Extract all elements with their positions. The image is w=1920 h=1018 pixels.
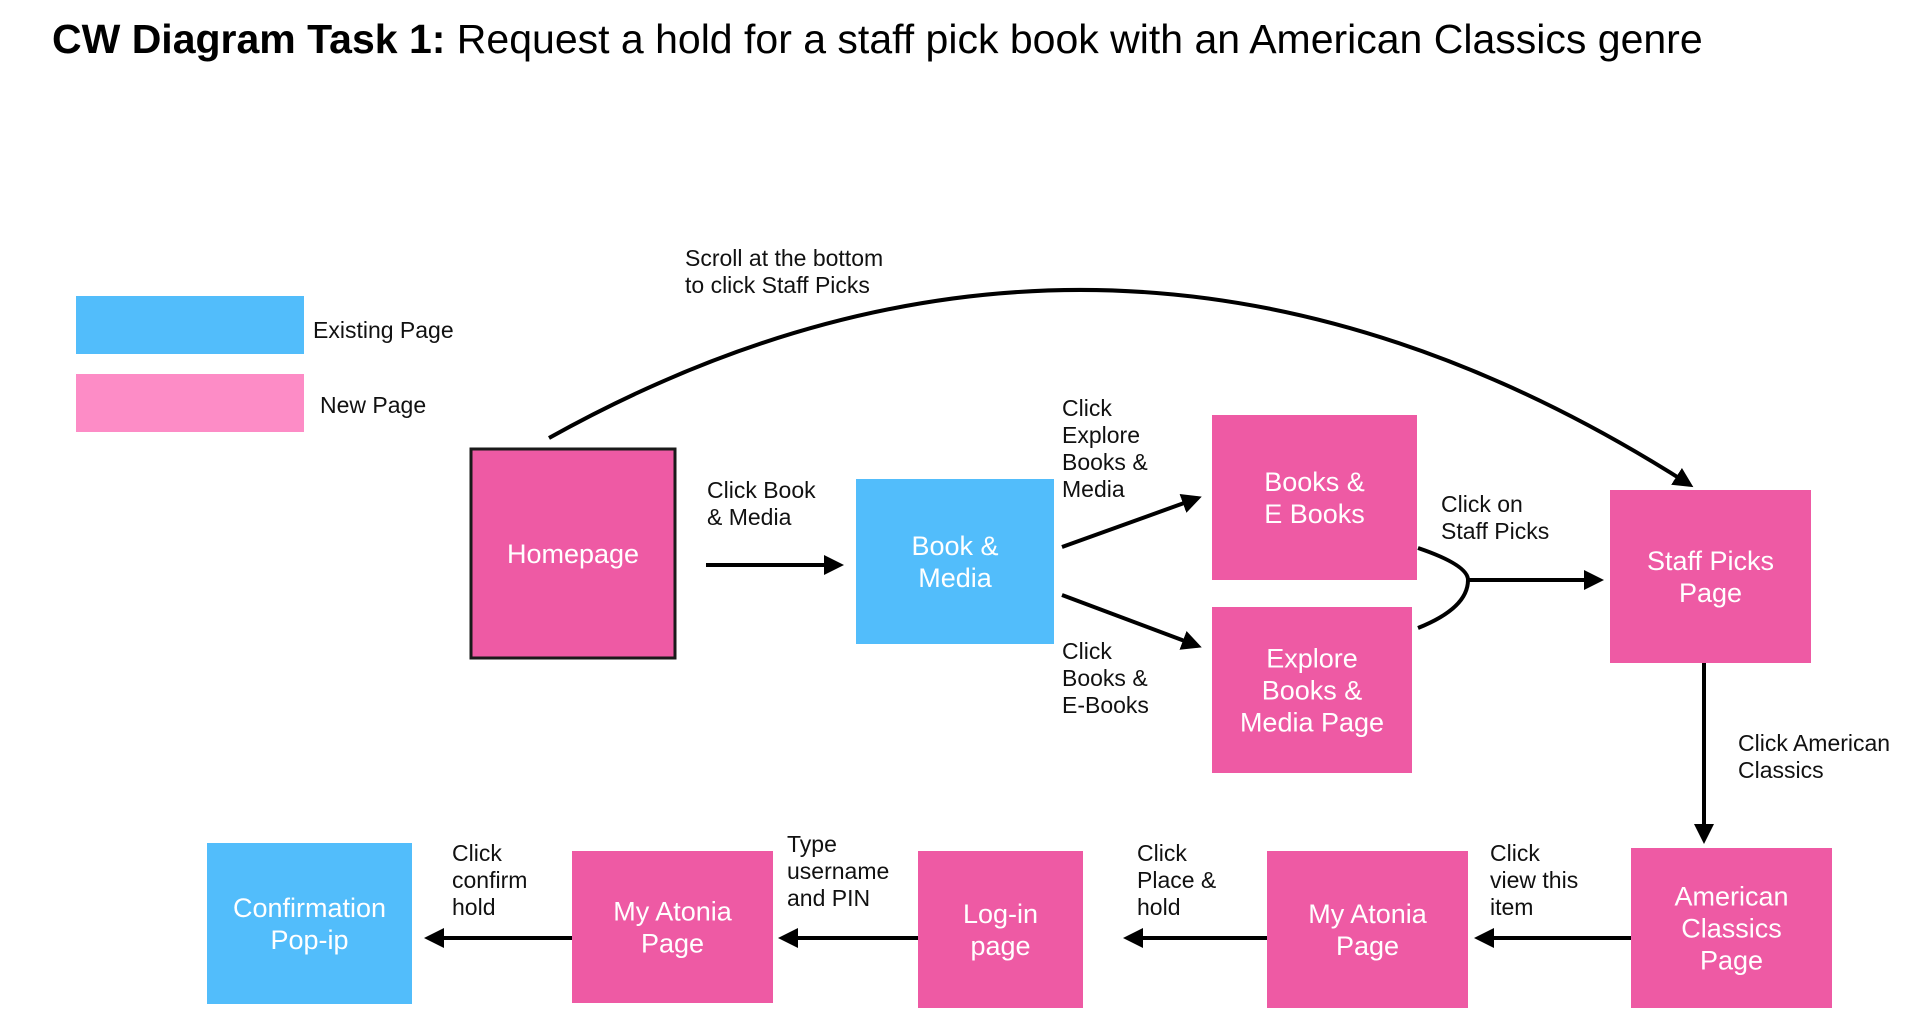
node-label-login-line: Log-in: [963, 899, 1038, 929]
legend-swatch-new: [76, 374, 304, 432]
edge-label-click-explore-line: Click: [1062, 395, 1112, 421]
node-label-books-ebooks-line: E Books: [1264, 499, 1365, 529]
node-label-confirmation-line: Confirmation: [233, 893, 386, 923]
arrow-book-media-books-ebooks: [1061, 494, 1202, 549]
node-my-atonia-2: [572, 851, 773, 1003]
edge-label-click-books-ebooks-line: Click: [1062, 638, 1112, 664]
node-label-my-atonia-1-line: My Atonia: [1308, 899, 1428, 929]
connector-merge: [1417, 546, 1471, 630]
edge-label-click-book-media-line: & Media: [707, 504, 792, 530]
edge-label-click-books-ebooks-line: Books &: [1062, 665, 1148, 691]
edge-label-scroll-staff-picks-line: Scroll at the bottom: [685, 245, 883, 271]
legend-swatch-existing: [76, 296, 304, 354]
node-label-my-atonia-1-line: Page: [1336, 931, 1399, 961]
legend-label-new: New Page: [320, 392, 426, 418]
node-label-confirmation-line: Pop-ip: [270, 925, 348, 955]
edge-label-click-staff-picks-line: Staff Picks: [1441, 518, 1549, 544]
page-title: CW Diagram Task 1: Request a hold for a …: [52, 16, 1703, 63]
node-book-media: [856, 479, 1054, 644]
node-label-explore-books-media-line: Media Page: [1240, 707, 1384, 737]
node-staff-picks: [1610, 490, 1811, 663]
edge-label-click-american-classics-line: Classics: [1738, 757, 1824, 783]
node-label-my-atonia-2-line: My Atonia: [613, 896, 733, 926]
node-confirmation: [207, 843, 412, 1004]
node-label-book-media-line: Book &: [911, 531, 998, 561]
edge-label-click-confirm-line: hold: [452, 894, 495, 920]
node-label-book-media: Book &Media: [911, 531, 998, 593]
edge-label-scroll-staff-picks-line: to click Staff Picks: [685, 272, 870, 298]
node-label-homepage-line: Homepage: [507, 539, 639, 569]
node-books-ebooks: [1212, 415, 1417, 580]
node-my-atonia-1: [1267, 851, 1468, 1008]
edge-label-click-view-item-line: Click: [1490, 840, 1540, 866]
edge-label-click-confirm-line: Click: [452, 840, 502, 866]
edges: [424, 287, 1714, 948]
node-label-login-line: page: [970, 931, 1030, 961]
edge-label-click-view-item-line: item: [1490, 894, 1533, 920]
node-label-explore-books-media-line: Books &: [1262, 675, 1363, 705]
node-american-classics: [1631, 848, 1832, 1008]
node-label-american-classics-line: American: [1674, 881, 1788, 911]
node-login: [918, 851, 1083, 1008]
edge-label-click-book-media: Click Book& Media: [707, 477, 816, 530]
edge-label-click-explore-line: Explore: [1062, 422, 1140, 448]
edge-label-click-view-item-line: view this: [1490, 867, 1578, 893]
node-label-american-classics-line: Page: [1700, 945, 1763, 975]
edge-label-click-american-classics-line: Click American: [1738, 730, 1890, 756]
edge-label-click-book-media-line: Click Book: [707, 477, 816, 503]
node-explore-books-media: [1212, 607, 1412, 773]
legend-label-existing: Existing Page: [313, 317, 454, 343]
node-label-american-classics-line: Classics: [1681, 913, 1782, 943]
edge-label-click-place-hold-line: Click: [1137, 840, 1187, 866]
edge-label-click-explore-line: Media: [1062, 476, 1125, 502]
node-label-staff-picks-line: Page: [1679, 578, 1742, 608]
node-label-books-ebooks: Books &E Books: [1264, 467, 1365, 529]
edge-label-click-place-hold-line: hold: [1137, 894, 1180, 920]
edge-label-click-explore-line: Books &: [1062, 449, 1148, 475]
title-bold: CW Diagram Task 1:: [52, 16, 446, 62]
title-rest: Request a hold for a staff pick book wit…: [445, 16, 1703, 62]
edge-label-type-username-line: Type: [787, 831, 837, 857]
node-homepage: [469, 447, 677, 660]
node-label-my-atonia-2-line: Page: [641, 928, 704, 958]
edge-label-type-username-line: and PIN: [787, 885, 870, 911]
node-label-homepage: Homepage: [507, 539, 639, 569]
edge-label-type-username-line: username: [787, 858, 889, 884]
edge-label-click-confirm-line: confirm: [452, 867, 527, 893]
arrow-book-media-explore: [1061, 593, 1202, 650]
edge-label-click-place-hold-line: Place &: [1137, 867, 1216, 893]
node-label-staff-picks-line: Staff Picks: [1647, 546, 1774, 576]
edge-label-click-staff-picks-line: Click on: [1441, 491, 1523, 517]
arrow-homepage-staff-picks: [548, 287, 1694, 488]
node-label-explore-books-media-line: Explore: [1266, 643, 1358, 673]
edge-label-click-books-ebooks-line: E-Books: [1062, 692, 1149, 718]
node-label-books-ebooks-line: Books &: [1264, 467, 1365, 497]
node-label-book-media-line: Media: [918, 563, 993, 593]
